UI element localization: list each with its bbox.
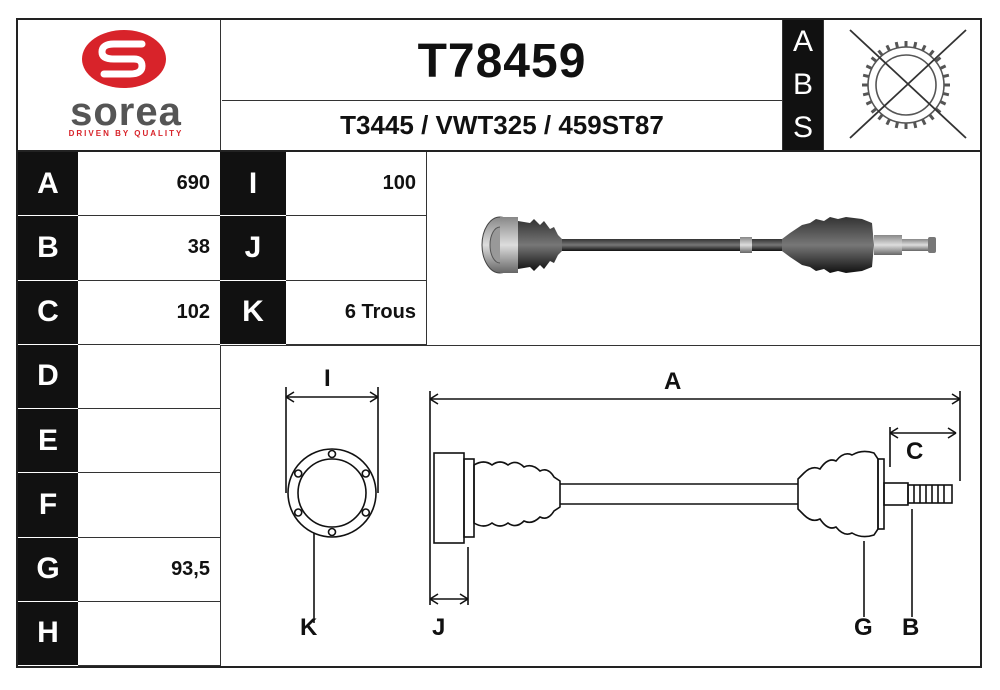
spec-value-j bbox=[286, 216, 426, 281]
dim-label-j: J bbox=[432, 614, 446, 641]
dim-label-k: K bbox=[300, 614, 318, 641]
cross-references: T3445 / VWT325 / 459ST87 bbox=[340, 109, 664, 140]
spec-value-g: 93,5 bbox=[78, 537, 220, 602]
spec-label-j: J bbox=[220, 216, 286, 281]
bolt-hole bbox=[361, 508, 371, 517]
dim-label-a: A bbox=[664, 368, 682, 395]
spec-label-a: A bbox=[18, 152, 78, 217]
spec-label-e: E bbox=[18, 409, 78, 474]
spec-value-f bbox=[78, 473, 220, 538]
divider bbox=[220, 345, 980, 346]
divider bbox=[782, 20, 783, 150]
sheet-frame bbox=[16, 18, 982, 668]
dim-label-b: B bbox=[902, 614, 920, 641]
divider bbox=[823, 20, 824, 150]
sorea-logo-icon bbox=[82, 30, 166, 88]
spec-value-d bbox=[78, 344, 220, 409]
divider bbox=[18, 150, 980, 152]
driveshaft-photo bbox=[481, 216, 936, 274]
abs-letter: S bbox=[792, 111, 813, 145]
technical-drawing bbox=[285, 387, 961, 623]
spec-label-d: D bbox=[18, 344, 78, 409]
bolt-hole bbox=[327, 449, 337, 459]
dim-label-g: G bbox=[854, 614, 873, 641]
brand-tagline: DRIVEN BY QUALITY bbox=[68, 129, 184, 138]
abs-letter: A bbox=[792, 24, 813, 58]
spec-label-h: H bbox=[18, 601, 78, 666]
spec-label-k: K bbox=[220, 280, 286, 345]
spec-value-k: 6 Trous bbox=[286, 280, 426, 345]
spec-value-a: 690 bbox=[78, 152, 220, 217]
spec-value-h bbox=[78, 601, 220, 666]
spec-value-c: 102 bbox=[78, 280, 220, 345]
spec-label-g: G bbox=[18, 537, 78, 602]
brand-name: sorea bbox=[70, 90, 182, 134]
divider bbox=[222, 100, 782, 101]
spec-value-i: 100 bbox=[286, 152, 426, 217]
spec-label-b: B bbox=[18, 216, 78, 281]
abs-letter: B bbox=[792, 67, 813, 101]
dim-label-c: C bbox=[906, 438, 924, 465]
bolt-hole bbox=[293, 469, 303, 478]
spec-label-f: F bbox=[18, 473, 78, 538]
spec-label-i: I bbox=[220, 152, 286, 217]
spec-value-b: 38 bbox=[78, 216, 220, 281]
bolt-hole bbox=[361, 469, 371, 478]
divider bbox=[220, 346, 221, 666]
divider bbox=[220, 20, 221, 150]
bolt-hole bbox=[327, 527, 337, 537]
dim-label-i: I bbox=[324, 365, 331, 392]
divider bbox=[426, 152, 427, 346]
abs-badge: A B S bbox=[783, 20, 823, 150]
abs-ring-crossed-icon bbox=[849, 29, 967, 139]
spec-value-e bbox=[78, 409, 220, 474]
bolt-hole bbox=[293, 508, 303, 517]
product-reference: T78459 bbox=[417, 34, 587, 88]
spec-label-c: C bbox=[18, 280, 78, 345]
